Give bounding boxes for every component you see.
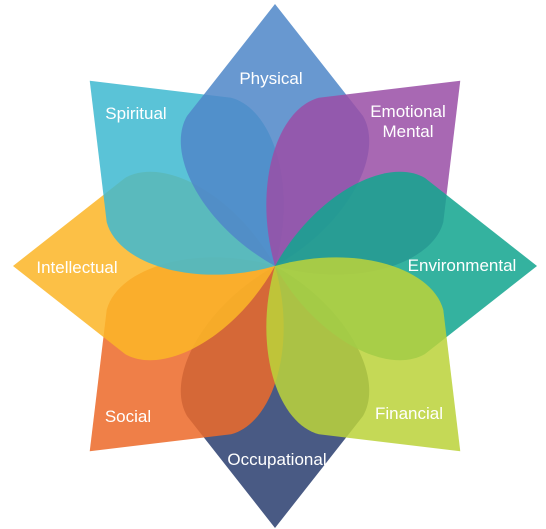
label-social: Social (105, 407, 151, 426)
label-spiritual: Spiritual (105, 104, 166, 123)
label-emotional-line-2: Mental (382, 122, 433, 141)
label-intellectual-line-1: Intellectual (36, 258, 117, 277)
label-intellectual: Intellectual (36, 258, 117, 277)
label-physical-line-1: Physical (239, 69, 302, 88)
label-financial: Financial (375, 404, 443, 423)
label-spiritual-line-1: Spiritual (105, 104, 166, 123)
label-emotional-line-1: Emotional (370, 102, 446, 121)
petal-layer (13, 4, 537, 528)
label-physical: Physical (239, 69, 302, 88)
label-environmental-line-1: Environmental (408, 256, 517, 275)
label-social-line-1: Social (105, 407, 151, 426)
label-occupational-line-1: Occupational (227, 450, 326, 469)
label-environmental: Environmental (408, 256, 517, 275)
label-occupational: Occupational (227, 450, 326, 469)
petal-financial (266, 257, 461, 452)
label-financial-line-1: Financial (375, 404, 443, 423)
